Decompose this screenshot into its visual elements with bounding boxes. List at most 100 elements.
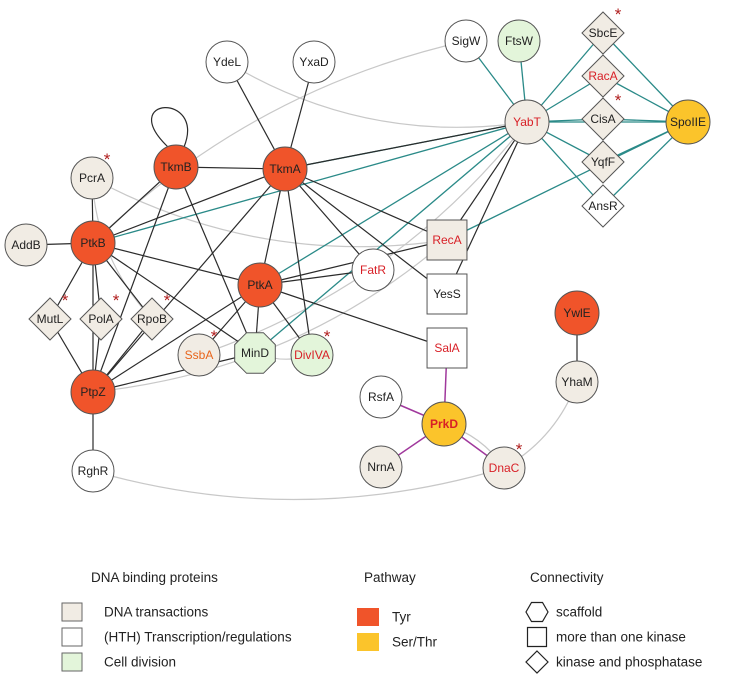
legend-diamond-icon: [525, 650, 549, 674]
node-mutl: MutL*: [28, 291, 72, 341]
asterisk-icon: *: [324, 327, 331, 346]
node-rghr-circle: [71, 449, 115, 493]
node-ansr-label: AnsR: [588, 199, 618, 213]
node-rghr-label: RghR: [78, 464, 109, 478]
edge-kinase-tkma-diviva: [284, 168, 313, 356]
node-sigw: SigW: [444, 19, 488, 63]
legend-binding-label-2: Cell division: [104, 655, 176, 670]
edge-kinase-ptka-sala: [259, 284, 448, 349]
node-dnac-label: DnaC: [489, 461, 520, 475]
asterisk-icon: *: [615, 91, 622, 110]
legend-binding-swatch-1: [61, 627, 83, 647]
node-pola-label: PolA: [88, 312, 113, 326]
node-rsfa: RsfA: [359, 375, 403, 419]
edge-kinase-ptpz-tkmb: [92, 166, 177, 393]
node-sigw-label: SigW: [452, 34, 481, 48]
legend-binding-label-0: DNA transactions: [104, 605, 209, 620]
node-ywle: YwlE: [554, 290, 600, 336]
edge-kinase-tkmb-mind: [175, 166, 256, 354]
edge-weak-sigw-ptkb: [92, 40, 467, 244]
node-ssba-circle: [177, 333, 221, 377]
node-ptka: PtkA: [237, 262, 283, 308]
node-yess-square: [426, 273, 468, 315]
node-sala-square: [426, 327, 468, 369]
edge-kinase-ptpz-tkma: [92, 168, 286, 393]
node-cisa-diamond: [581, 97, 625, 141]
node-addb: AddB: [4, 223, 48, 267]
node-sigw-circle: [444, 19, 488, 63]
node-rsfa-circle: [359, 375, 403, 419]
node-cisa-label: CisA: [590, 112, 615, 126]
asterisk-icon: *: [615, 5, 622, 24]
node-yxad: YxaD: [292, 40, 336, 84]
node-sbce-label: SbcE: [589, 26, 618, 40]
asterisk-icon: *: [104, 150, 111, 169]
node-pcra: PcrA*: [70, 150, 114, 200]
legend-pathway-label-0: Tyr: [392, 610, 411, 625]
node-mind-octagon: [234, 332, 276, 374]
node-ydel-circle: [205, 40, 249, 84]
node-mind: MinD: [234, 332, 276, 374]
legend-connectivity-title: Connectivity: [530, 570, 604, 585]
node-tkmb-label: TkmB: [160, 160, 191, 174]
node-dnac: DnaC *: [482, 440, 526, 490]
edge-yabt-yabt-mind: [254, 121, 528, 354]
edge-kinase-ptpz-mind: [92, 352, 256, 393]
node-tkma-label: TkmA: [269, 162, 300, 176]
asterisk-icon: *: [211, 327, 218, 346]
node-yess: YesS: [426, 273, 468, 315]
edge-yabt-yabt-ptka: [259, 121, 528, 286]
node-tkmb-circle: [153, 144, 199, 190]
edge-kinase-yabt-yess: [446, 121, 528, 295]
legend-connectivity-label-0: scaffold: [556, 605, 602, 620]
node-ftsw-label: FtsW: [505, 34, 534, 48]
node-pola: PolA*: [79, 291, 123, 341]
edge-weak-ptpz-reca: [92, 239, 448, 393]
node-yqff: YqfF: [581, 140, 625, 184]
node-yabt: YabT: [504, 99, 550, 145]
node-raca-label: RacA: [588, 69, 617, 83]
node-yxad-circle: [292, 40, 336, 84]
node-diviva-circle: [290, 333, 334, 377]
legend-connectivity-label-2: kinase and phosphatase: [556, 655, 702, 670]
node-ptkb: PtkB: [70, 220, 116, 266]
node-yxad-label: YxaD: [299, 55, 329, 69]
node-sala-label: SalA: [434, 341, 459, 355]
node-prkd-circle: [421, 401, 467, 447]
edge-kinase-tkma-yabt: [284, 121, 528, 170]
legend-pathway-label-1: Ser/Thr: [392, 635, 438, 650]
node-ywle-label: YwlE: [563, 306, 590, 320]
edge-yabt-spoiie-reca: [446, 121, 689, 241]
asterisk-icon: *: [516, 440, 523, 459]
edge-weak-rghr-dnac: [92, 467, 505, 501]
node-ptpz: PtpZ: [70, 369, 116, 415]
edge-kinase-ptkb-ptka: [92, 242, 261, 286]
node-tkma-circle: [262, 146, 308, 192]
node-tkma: TkmA: [262, 146, 308, 192]
node-yham-circle: [555, 360, 599, 404]
node-diviva-label: DivIVA: [294, 348, 330, 362]
node-ydel: YdeL: [205, 40, 249, 84]
node-yham: YhaM: [555, 360, 599, 404]
node-sbce-diamond: [581, 11, 625, 55]
node-prkd-label: PrkD: [430, 417, 458, 431]
legend-pathway-swatch-1: [357, 633, 379, 651]
node-diviva: DivIVA *: [290, 327, 334, 377]
node-yabt-label: YabT: [513, 115, 541, 129]
legend-square-icon: [526, 626, 548, 648]
node-ftsw-circle: [497, 19, 541, 63]
node-nrna: NrnA: [359, 445, 403, 489]
legend-pathway-title: Pathway: [364, 570, 416, 585]
node-reca-label: RecA: [432, 233, 461, 247]
node-mind-label: MinD: [241, 346, 269, 360]
node-ptka-label: PtkA: [247, 278, 272, 292]
legend: DNA binding proteins Pathway Connectivit…: [61, 570, 702, 674]
node-sbce: SbcE *: [581, 5, 625, 55]
node-addb-circle: [4, 223, 48, 267]
node-pola-diamond: [79, 297, 123, 341]
edge-kinase-tkma-reca: [284, 168, 448, 241]
node-spoiie-circle: [665, 99, 711, 145]
node-ptkb-circle: [70, 220, 116, 266]
node-mutl-diamond: [28, 297, 72, 341]
